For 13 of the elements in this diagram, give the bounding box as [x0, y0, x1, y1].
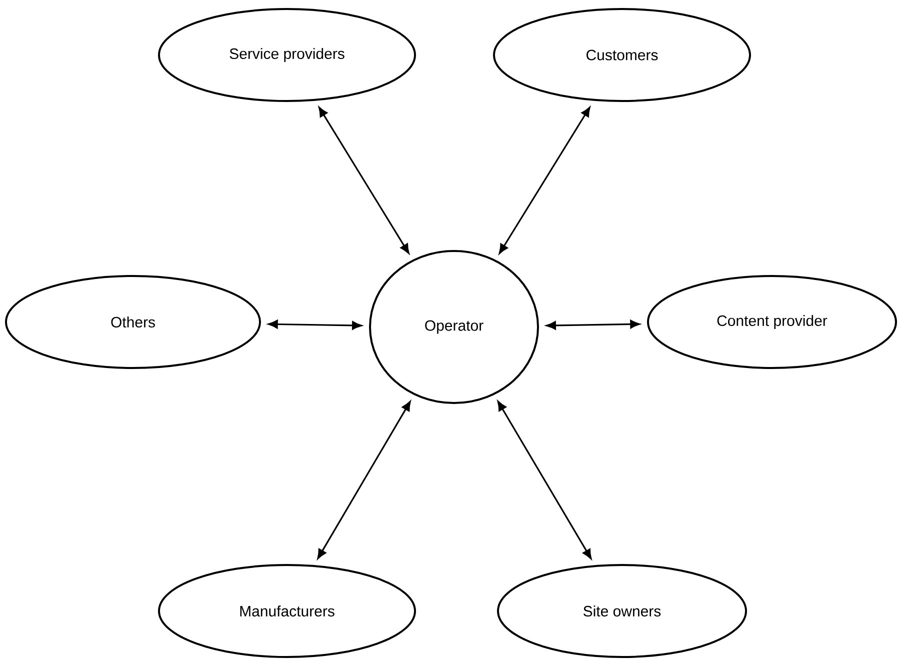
ellipse-node: Manufacturers [158, 564, 416, 658]
ellipse-node: Others [5, 275, 261, 369]
ellipse-node: Site owners [497, 564, 747, 658]
ellipse-node: Content provider [647, 275, 897, 369]
ellipse-node: Operator [369, 250, 539, 404]
arrow [317, 401, 411, 559]
arrow [318, 106, 410, 254]
ellipse-node: Service providers [158, 8, 416, 102]
arrow [268, 320, 362, 330]
arrow [546, 320, 640, 330]
arrow [498, 106, 590, 254]
arrow [497, 400, 592, 560]
ellipse-node: Customers [493, 8, 751, 102]
